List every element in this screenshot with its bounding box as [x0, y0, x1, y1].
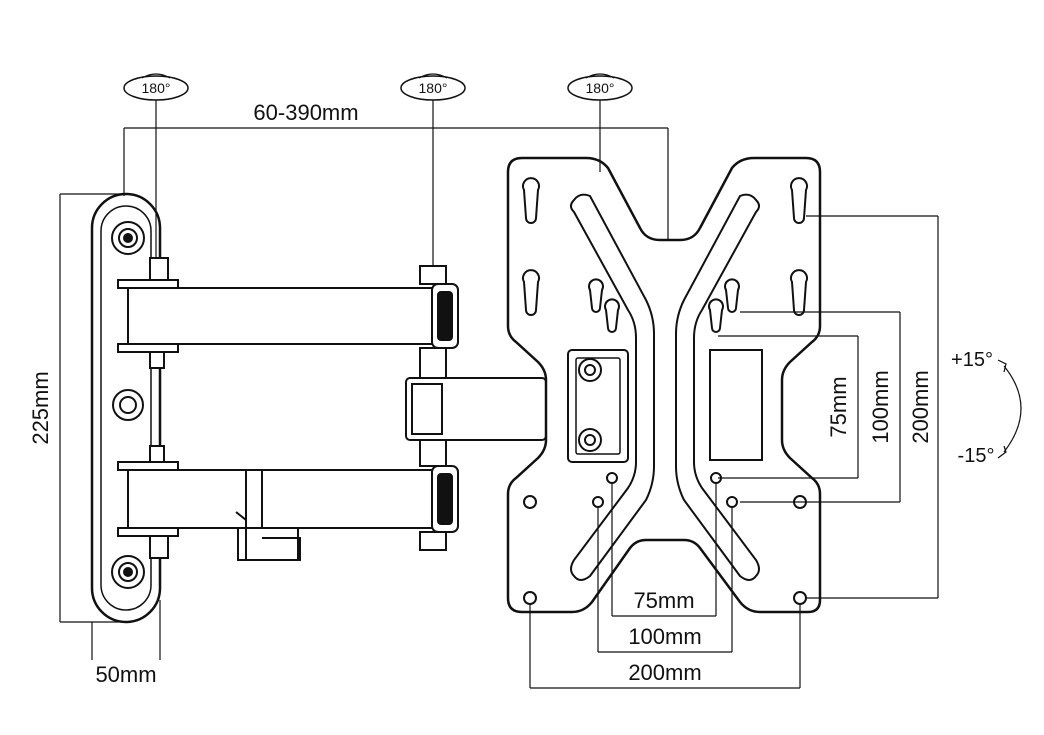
keyhole-slots [522, 177, 808, 333]
rotation-badge-1: 180° [123, 73, 189, 258]
vesa-vertical-100-label: 100mm [868, 370, 893, 443]
tilt-down-label: -15° [958, 445, 995, 467]
wall-hinge [117, 257, 179, 559]
rotation-badge-3: 180° [567, 73, 633, 172]
rotation-label: 180° [419, 80, 448, 96]
vesa-vertical-200-label: 200mm [908, 370, 933, 443]
rotation-label: 180° [586, 80, 615, 96]
arm-extension-label: 60-390mm [253, 100, 358, 125]
lower-arm [127, 465, 459, 561]
vesa-plate [506, 156, 822, 614]
rotation-badge-2: 180° [400, 73, 466, 266]
tilt-up-label: +15° [951, 349, 993, 371]
upper-arm [127, 265, 459, 349]
center-arm [405, 377, 547, 441]
wall-plate-height-label: 225mm [28, 371, 53, 444]
vesa-horizontal-100-label: 100mm [628, 624, 701, 649]
dimension-lines [59, 127, 1022, 689]
rotation-label: 180° [142, 80, 171, 96]
vesa-vertical-75-label: 75mm [826, 376, 851, 437]
vesa-horizontal-200-label: 200mm [628, 660, 701, 685]
vesa-horizontal-75-label: 75mm [633, 588, 694, 613]
wall-plate-width-label: 50mm [95, 662, 156, 687]
